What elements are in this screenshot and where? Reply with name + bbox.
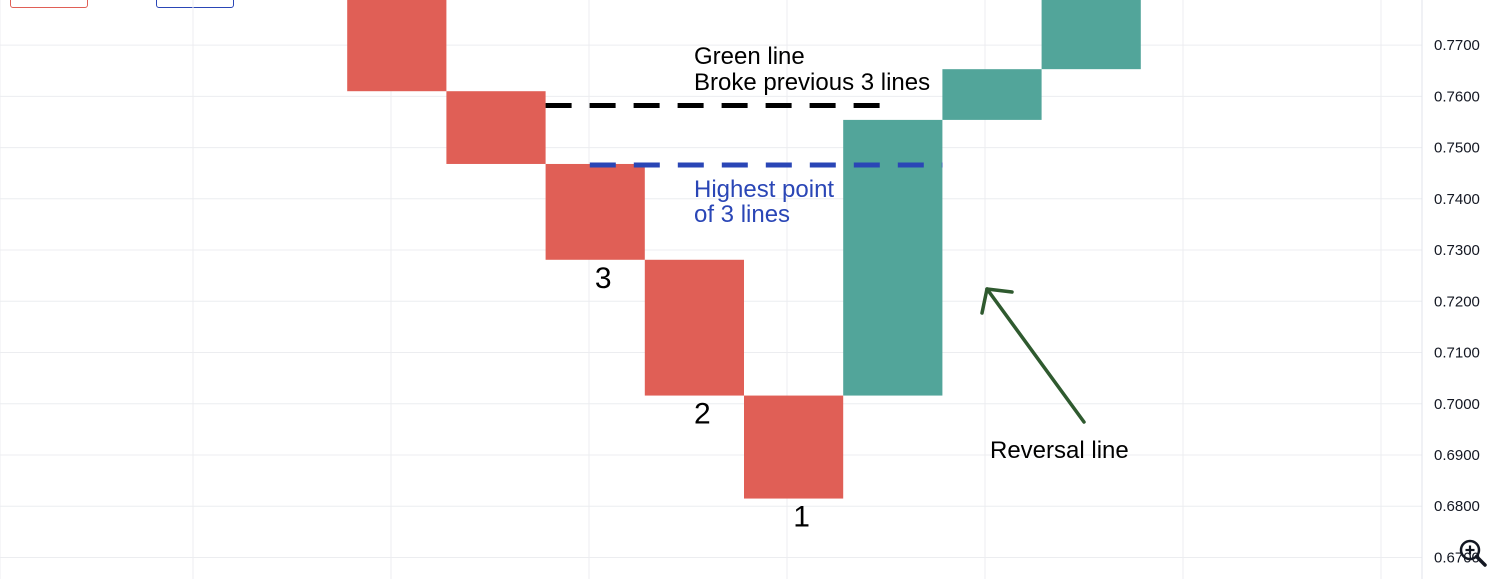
reference-lines <box>545 103 943 168</box>
line-count-label: 1 <box>793 501 810 534</box>
y-tick-label: 0.7500 <box>1434 140 1480 157</box>
line-count-labels: 3 2 1 <box>595 262 810 534</box>
down-line-block <box>644 259 744 396</box>
down-line-block <box>446 91 546 164</box>
green-line-label-2: Broke previous 3 lines <box>694 69 930 96</box>
reversal-arrow-head <box>980 287 1014 315</box>
up-line-block <box>843 119 943 396</box>
line-blocks <box>347 0 1141 499</box>
line-count-label: 2 <box>694 398 711 431</box>
down-line-block <box>744 395 844 499</box>
up-line-block <box>1041 0 1141 70</box>
zoom-in-icon[interactable] <box>1458 538 1488 568</box>
y-tick-label: 0.7000 <box>1434 396 1480 413</box>
down-line-block <box>545 163 645 260</box>
up-line-block <box>942 69 1042 120</box>
price-axis[interactable]: 0.7700 0.7600 0.7500 0.7400 0.7300 0.7200 0.71… <box>1434 37 1480 566</box>
y-tick-label: 0.7600 <box>1434 88 1480 105</box>
y-tick-label: 0.7100 <box>1434 345 1480 362</box>
y-tick-label: 0.7300 <box>1434 242 1480 259</box>
top-toolbar-button[interactable] <box>156 0 234 8</box>
y-tick-label: 0.6800 <box>1434 498 1480 515</box>
down-line-block <box>347 0 447 92</box>
y-tick-label: 0.7200 <box>1434 293 1480 310</box>
reversal-line-label: Reversal line <box>990 437 1129 464</box>
y-tick-label: 0.7400 <box>1434 191 1480 208</box>
top-left-toolbar-button[interactable] <box>10 0 88 8</box>
green-line-label-1: Green line <box>694 43 805 70</box>
reversal-arrow <box>980 287 1086 424</box>
highest-point-label-1: Highest point <box>694 176 834 203</box>
reversal-arrow-shaft <box>985 287 1086 424</box>
line-count-label: 3 <box>595 262 612 295</box>
y-tick-label: 0.7700 <box>1434 37 1480 54</box>
y-tick-label: 0.6900 <box>1434 447 1480 464</box>
y-tick-label: 0.6700 <box>1434 549 1480 566</box>
highest-point-label-2: of 3 lines <box>694 201 790 228</box>
